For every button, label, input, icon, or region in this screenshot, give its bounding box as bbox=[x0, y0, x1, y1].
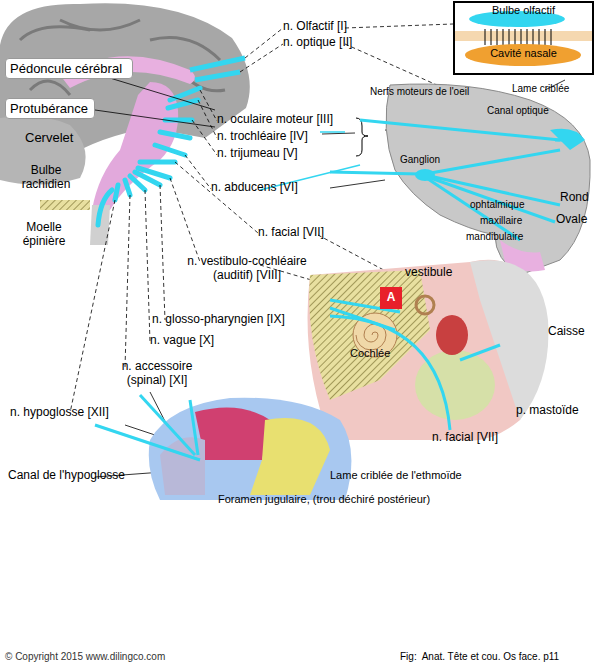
part-label: n. vague [X] bbox=[150, 334, 214, 348]
part-label: Canal optique bbox=[487, 105, 549, 117]
callout-square: A bbox=[380, 287, 402, 309]
cranial-fossa bbox=[250, 418, 330, 495]
nerve-fibres bbox=[485, 29, 551, 45]
part-label: Rond bbox=[560, 191, 589, 205]
cranial-fossa bbox=[160, 437, 205, 495]
part-label: Cervelet bbox=[25, 131, 73, 146]
trigeminal-branches bbox=[330, 120, 580, 240]
part-label: Nerfs moteurs de l'oeil bbox=[370, 86, 469, 98]
foramen-magnum bbox=[40, 200, 90, 210]
cochlea-spiral bbox=[356, 324, 386, 350]
part-label: Lame criblée bbox=[512, 83, 569, 95]
part-label: p. mastoïde bbox=[516, 404, 579, 418]
part-label: Ganglion bbox=[400, 154, 440, 166]
label-box: Pédoncule cérébral bbox=[5, 58, 133, 79]
part-label: n. glosso-pharyngien [IX] bbox=[152, 313, 285, 327]
node-text: Protubérance bbox=[10, 102, 88, 117]
optic-canal-nerve bbox=[550, 129, 585, 150]
ganglion bbox=[415, 169, 435, 181]
part-label: Lame criblée de l'ethmoïde bbox=[330, 469, 462, 482]
cribriform-plate bbox=[455, 31, 592, 41]
part-label: n. Olfactif [I] bbox=[283, 20, 347, 34]
skull-base bbox=[149, 398, 352, 500]
part-label: Foramen jugulaire, (trou déchiré postéri… bbox=[218, 493, 430, 506]
inset-panel: Bulbe olfactifCavité nasale bbox=[453, 1, 594, 75]
nerve-pointer bbox=[320, 131, 345, 133]
temporal-bone bbox=[309, 270, 430, 400]
part-label: n. optique [II] bbox=[283, 36, 352, 50]
node-text: A bbox=[380, 291, 402, 305]
part-label: n. abducens [VI] bbox=[211, 181, 298, 195]
part-label: mandibulaire bbox=[466, 231, 523, 243]
bracket bbox=[356, 118, 368, 156]
vestibule bbox=[416, 296, 434, 314]
part-label: Caisse bbox=[548, 325, 585, 339]
part-label: vestibule bbox=[405, 266, 452, 280]
part-label: ophtalmique bbox=[470, 199, 524, 211]
part-label: n. accessoire (spinal) [XI] bbox=[105, 360, 209, 388]
part-label: n. trijumeau [V] bbox=[217, 147, 298, 161]
part-label: © Copyright 2015 www.dilingco.com bbox=[5, 651, 165, 663]
part-label: n. trochléaire [IV] bbox=[217, 130, 308, 144]
part-label: maxillaire bbox=[480, 215, 522, 227]
skull-nerves bbox=[95, 395, 200, 460]
part-label: n. hypoglosse [XII] bbox=[10, 406, 109, 420]
part-label: Cochlée bbox=[350, 347, 390, 360]
part-label: Ovale bbox=[556, 213, 587, 227]
node-text: Cavité nasale bbox=[455, 47, 592, 60]
cranial-fossa bbox=[195, 408, 270, 461]
part-label: Canal de l'hypoglosse bbox=[8, 469, 125, 483]
part-label: n. facial [VII] bbox=[432, 431, 498, 445]
part-label: n. facial [VII] bbox=[258, 226, 324, 240]
olfactory-tract bbox=[190, 58, 245, 70]
ear-nerves bbox=[330, 300, 500, 430]
part-label: Moelle épinière bbox=[12, 221, 76, 249]
part-label: n. vestibulo-cochléaire (auditif) [VIII] bbox=[172, 255, 322, 283]
label-box: Protubérance bbox=[5, 98, 95, 119]
nerve-roots bbox=[98, 88, 200, 225]
node-text: Bulbe olfactif bbox=[455, 4, 592, 17]
tympanic-cavity bbox=[436, 315, 468, 355]
sphenoid-bone bbox=[386, 84, 590, 275]
part-label: Bulbe rachidien bbox=[14, 164, 78, 192]
figure-caption: Fig: Anat. Tête et cou. Os face. p11 bbox=[400, 651, 559, 663]
optic-nerve bbox=[195, 72, 240, 80]
part-label: n. oculaire moteur [III] bbox=[217, 113, 333, 127]
node-text: Pédoncule cérébral bbox=[10, 62, 122, 77]
